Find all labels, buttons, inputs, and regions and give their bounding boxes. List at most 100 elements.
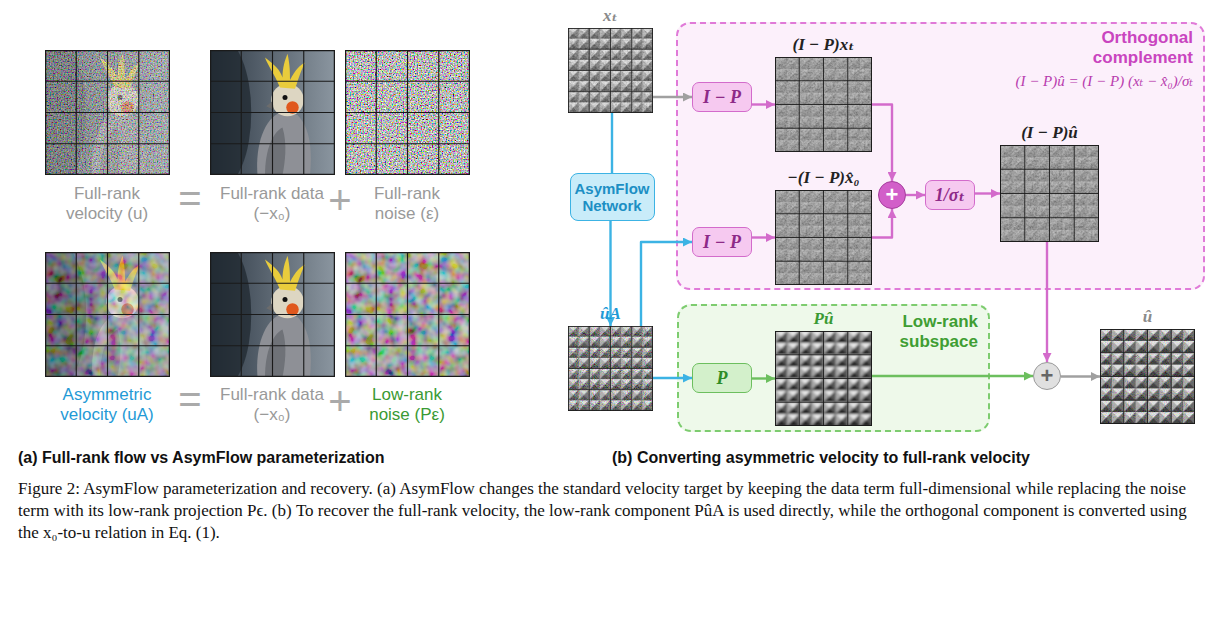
input-image: xₜ	[568, 28, 653, 113]
patch-grid	[45, 252, 170, 377]
asym-image-tile	[24, 240, 170, 390]
connector	[1061, 375, 1100, 377]
label-wrap: Full-rank velocity (u)	[52, 184, 162, 224]
image-layer	[568, 28, 653, 113]
image-layer	[775, 57, 872, 152]
image-label: Full-rank noise (ε)	[352, 184, 462, 224]
math-label: (I − P)û	[940, 123, 1159, 143]
lowrank-overlay	[45, 252, 170, 377]
image-layer	[775, 190, 872, 285]
image-layer	[775, 57, 872, 152]
label-wrap: (a) Full-rank flow vs AsymFlow parameter…	[18, 448, 488, 468]
caption-wrap: Figure 2: AsymFlow parameterization and …	[18, 478, 1208, 544]
network-box: AsymFlow Network	[570, 173, 655, 221]
image-layer	[1000, 145, 1099, 242]
image-layer	[775, 190, 872, 285]
image-title-wrap: xₜ	[508, 6, 713, 28]
operator-symbol: +	[1041, 365, 1054, 387]
component-image: −(I − P)x̂₀	[775, 190, 872, 285]
image-tile	[775, 331, 872, 426]
label-wrap: (b) Converting asymmetric velocity to fu…	[612, 448, 1207, 468]
math-label: (I − P)xₜ	[715, 35, 932, 55]
label-wrap: Full-rank noise (ε)	[352, 184, 462, 224]
region-formula: (I − P)û = (I − P) (xₜ − x̂₀)/σₜ	[1015, 72, 1193, 90]
sum-node: +	[1033, 362, 1061, 390]
component-image: Pû	[775, 331, 872, 426]
image-layer	[775, 331, 872, 426]
math-label: û	[1040, 307, 1225, 327]
math-operator: +	[320, 381, 360, 421]
figure-caption: Figure 2: AsymFlow parameterization and …	[18, 478, 1208, 544]
bird-image	[189, 38, 335, 188]
image-layer	[775, 57, 872, 152]
region-title: Orthogonal complement	[1063, 28, 1193, 68]
image-label: Full-rank data (−x₀)	[217, 385, 327, 425]
image-layer	[1100, 329, 1195, 424]
component-image: (I − P)xₜ	[775, 57, 872, 152]
noisy-image-tile	[24, 38, 170, 188]
region-text-wrap: (I − P)û = (I − P) (xₜ − x̂₀)/σₜ	[1015, 72, 1193, 90]
label-wrap: +	[320, 180, 360, 220]
label-wrap: =	[170, 379, 210, 419]
subspace-region: Orthogonal complement (I − P)û = (I − P) …	[676, 22, 1205, 290]
label-wrap: =	[170, 178, 210, 218]
image-layer	[775, 190, 872, 285]
image-layer	[568, 326, 653, 411]
image-tile	[568, 28, 653, 113]
label-wrap: Low-rank noise (Pε)	[352, 385, 462, 425]
image-layer	[1100, 329, 1195, 424]
image-title-wrap: (I − P)xₜ	[715, 35, 932, 57]
image-layer	[1000, 145, 1099, 242]
image-layer	[568, 28, 653, 113]
math-label: Pû	[715, 309, 932, 329]
noise-image	[345, 50, 470, 175]
noise-image-tile	[345, 50, 470, 175]
bird-image	[24, 240, 170, 390]
image-layer	[568, 28, 653, 113]
image-tile	[775, 190, 872, 285]
gray-base	[345, 252, 470, 377]
patch-grid	[210, 252, 335, 377]
image-title-wrap: ûA	[508, 304, 713, 326]
box-label: P	[717, 368, 728, 389]
label-wrap: Asymmetric velocity (uA)	[52, 385, 162, 425]
region-text-wrap: Low-rank subspace	[878, 312, 978, 352]
math-operator: =	[170, 178, 210, 218]
image-tile	[775, 57, 872, 152]
image-label: Full-rank velocity (u)	[52, 184, 162, 224]
panel-caption: (a) Full-rank flow vs AsymFlow parameter…	[18, 448, 488, 468]
projection-box: I − P	[692, 227, 752, 257]
label-wrap: Full-rank data (−x₀)	[217, 385, 327, 425]
scale-box: 1/σₜ	[925, 180, 975, 210]
label-wrap: +	[320, 381, 360, 421]
math-label: ûA	[508, 304, 713, 324]
image-tile	[1000, 145, 1099, 242]
connector	[611, 113, 613, 173]
image-tile	[568, 326, 653, 411]
bird-image	[24, 38, 170, 188]
image-title-wrap: (I − P)û	[940, 123, 1159, 145]
sum-node: +	[878, 181, 906, 209]
image-label: Asymmetric velocity (uA)	[52, 385, 162, 425]
image-label: Low-rank noise (Pε)	[352, 385, 462, 425]
image-layer	[1000, 145, 1099, 242]
image-title-wrap: û	[1040, 307, 1225, 329]
patch-grid	[45, 50, 170, 175]
projection-box: P	[692, 363, 752, 393]
region-text-wrap: Orthogonal complement	[1063, 28, 1193, 68]
math-label: −(I − P)x̂₀	[715, 168, 932, 188]
operator-symbol: +	[886, 184, 899, 206]
data-image-tile	[189, 38, 335, 188]
box-label: I − P	[703, 87, 741, 108]
patch-grid	[210, 50, 335, 175]
projection-box: I − P	[692, 82, 752, 112]
output-image: û	[1100, 329, 1195, 424]
box-label: AsymFlow Network	[575, 180, 650, 215]
lowrank-noise-tile	[345, 252, 470, 377]
image-layer	[568, 326, 653, 411]
region-title: Low-rank subspace	[878, 312, 978, 352]
image-title-wrap: Pû	[715, 309, 932, 331]
data-image-tile	[189, 240, 335, 390]
math-operator: +	[320, 180, 360, 220]
image-tile	[1100, 329, 1195, 424]
